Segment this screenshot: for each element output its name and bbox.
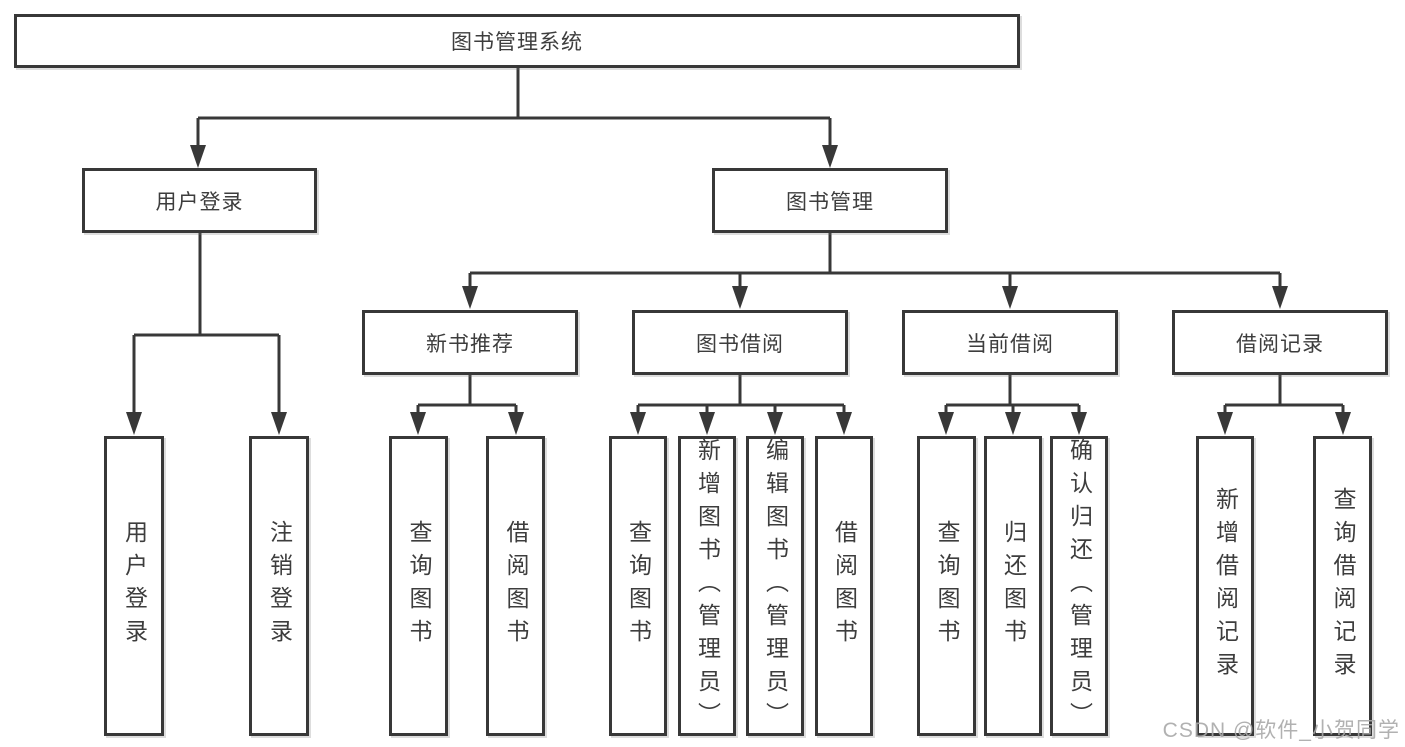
node-leaf-user-login: 用户登录 xyxy=(104,436,164,736)
node-leaf-logout-label: 注销登录 xyxy=(266,520,293,652)
node-leaf-query-borrow-record: 查询借阅记录 xyxy=(1313,436,1372,736)
node-new-book-recommend: 新书推荐 xyxy=(362,310,578,375)
node-leaf-query-books-3: 查询图书 xyxy=(917,436,976,736)
node-book-borrowing: 图书借阅 xyxy=(632,310,848,375)
node-leaf-confirm-return: 确认归还（管理员） xyxy=(1050,436,1108,736)
node-root-label: 图书管理系统 xyxy=(451,31,583,54)
node-borrowing-records: 借阅记录 xyxy=(1172,310,1388,375)
node-leaf-borrow-books-2: 借阅图书 xyxy=(815,436,873,736)
node-leaf-return-books-label: 归还图书 xyxy=(1000,520,1027,652)
node-leaf-borrow-books-1: 借阅图书 xyxy=(486,436,545,736)
node-leaf-add-books: 新增图书（管理员） xyxy=(678,436,736,736)
node-book-management: 图书管理 xyxy=(712,168,948,233)
node-current-borrowing: 当前借阅 xyxy=(902,310,1118,375)
node-leaf-query-books-1-label: 查询图书 xyxy=(406,520,432,652)
node-root: 图书管理系统 xyxy=(14,14,1020,68)
node-leaf-query-borrow-record-label: 查询借阅记录 xyxy=(1330,487,1356,685)
node-book-borrowing-label: 图书借阅 xyxy=(696,332,784,356)
node-leaf-edit-books: 编辑图书（管理员） xyxy=(746,436,804,736)
node-leaf-borrow-books-1-label: 借阅图书 xyxy=(503,520,529,652)
csdn-watermark: CSDN @软件_小贺同学 xyxy=(1162,719,1400,742)
node-leaf-edit-books-label: 编辑图书（管理员） xyxy=(762,437,789,735)
node-leaf-query-books-2: 查询图书 xyxy=(609,436,667,736)
node-borrowing-records-label: 借阅记录 xyxy=(1236,332,1324,356)
node-leaf-return-books: 归还图书 xyxy=(984,436,1042,736)
node-leaf-borrow-books-2-label: 借阅图书 xyxy=(831,520,858,652)
node-leaf-add-borrow-record: 新增借阅记录 xyxy=(1196,436,1254,736)
node-leaf-query-books-1: 查询图书 xyxy=(389,436,448,736)
node-user-login-label: 用户登录 xyxy=(155,190,244,214)
node-leaf-add-borrow-record-label: 新增借阅记录 xyxy=(1212,487,1239,685)
node-leaf-confirm-return-label: 确认归还（管理员） xyxy=(1066,437,1093,735)
node-leaf-user-login-label: 用户登录 xyxy=(121,520,148,652)
node-user-login: 用户登录 xyxy=(82,168,317,233)
node-leaf-query-books-2-label: 查询图书 xyxy=(625,520,652,652)
node-leaf-query-books-3-label: 查询图书 xyxy=(934,520,960,652)
node-leaf-add-books-label: 新增图书（管理员） xyxy=(694,437,721,735)
node-leaf-logout: 注销登录 xyxy=(249,436,309,736)
node-new-book-recommend-label: 新书推荐 xyxy=(426,332,514,356)
node-book-management-label: 图书管理 xyxy=(786,190,874,214)
node-current-borrowing-label: 当前借阅 xyxy=(966,332,1054,356)
